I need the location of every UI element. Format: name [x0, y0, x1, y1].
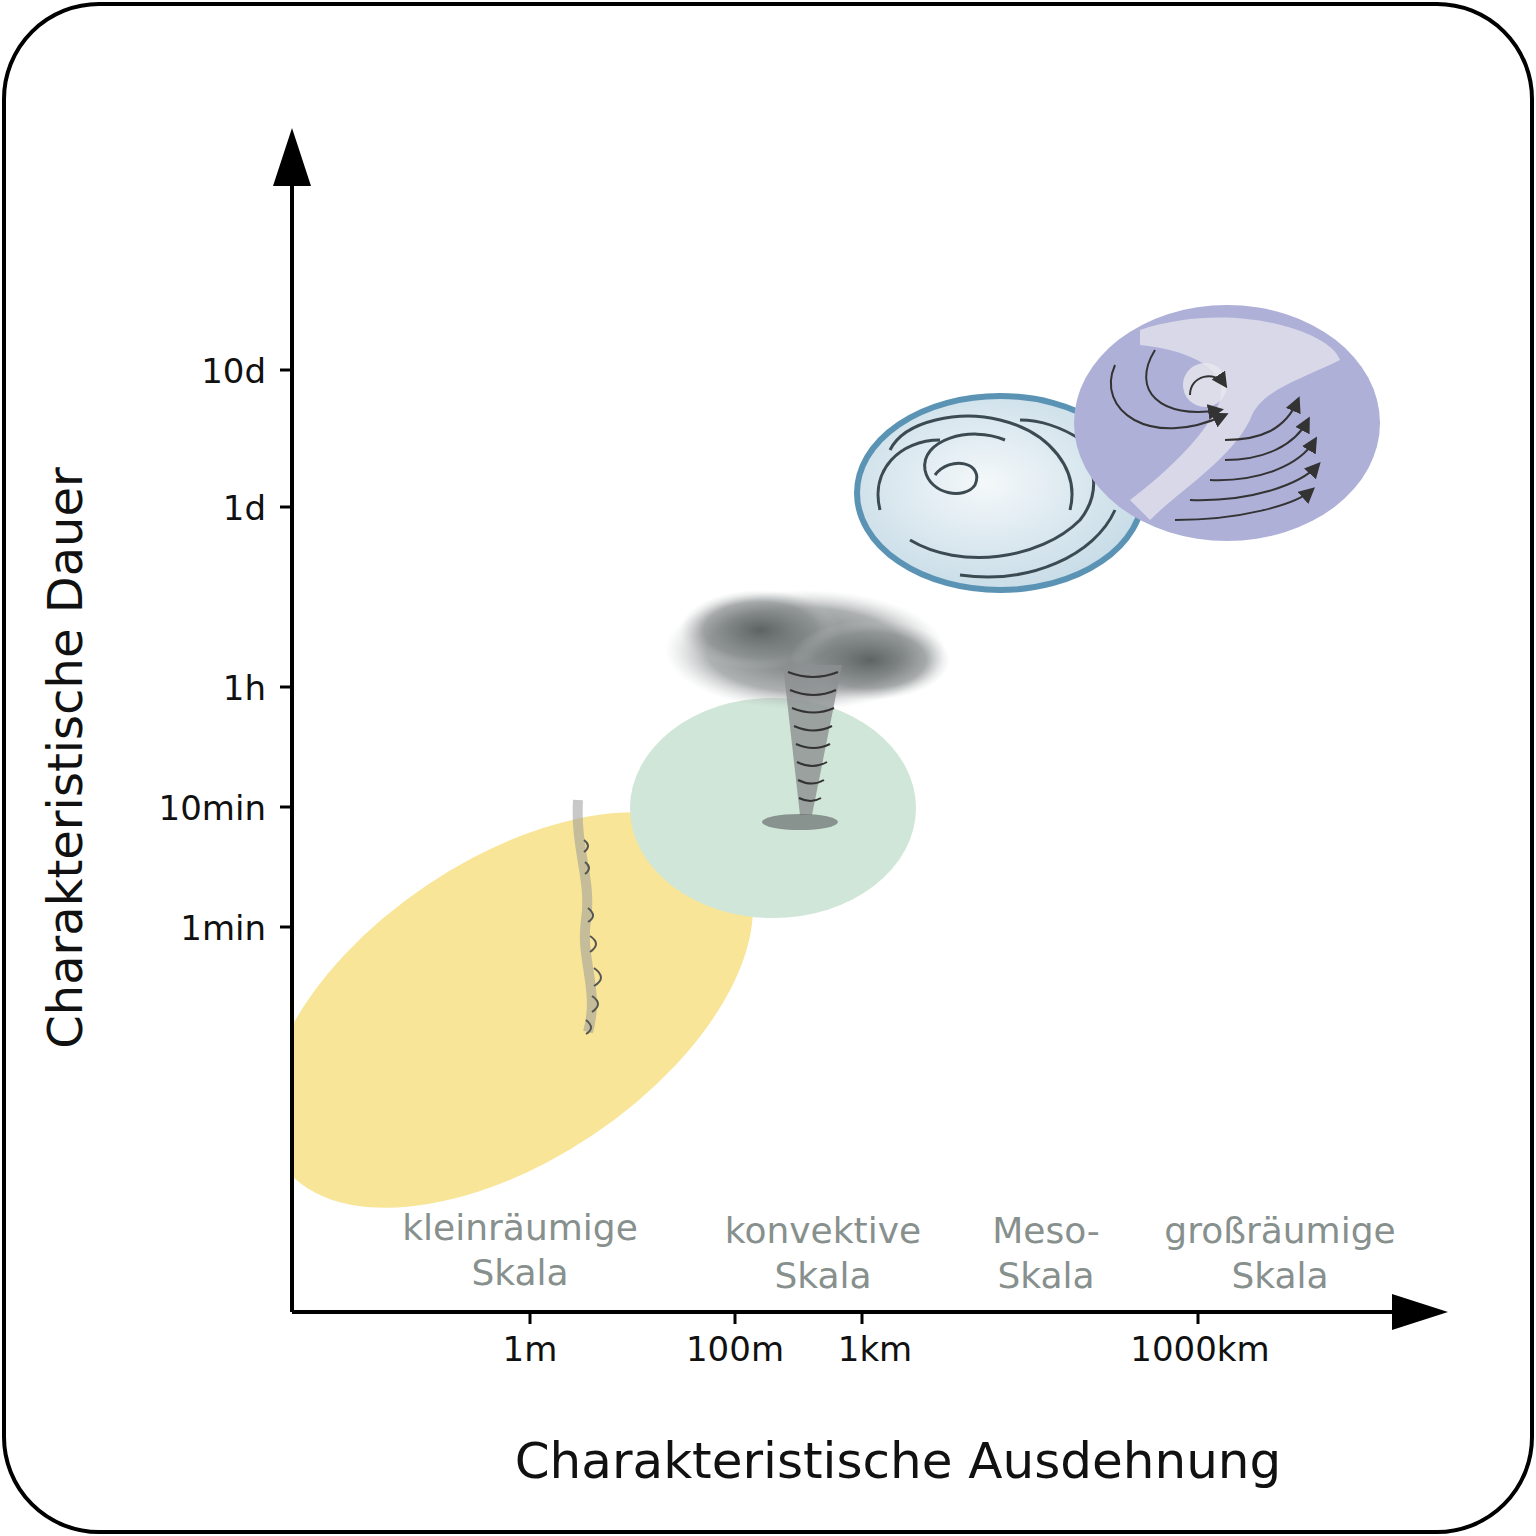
frame — [4, 4, 1532, 1532]
tick-label: 1000km — [1130, 1330, 1269, 1369]
tick-label: 10d — [201, 352, 266, 391]
tick-marks — [280, 370, 1198, 1324]
tick-label: 1d — [223, 489, 266, 528]
axes — [292, 180, 1400, 1312]
y-axis-arrowhead — [273, 128, 311, 186]
tornado — [665, 590, 950, 830]
tick-label: 1min — [180, 909, 266, 948]
axis-title: Charakteristische Ausdehnung — [515, 1433, 1282, 1491]
dust-devil — [578, 800, 601, 1034]
scale-label: kleinräumige Skala — [402, 1205, 638, 1295]
scale-label: konvektive Skala — [725, 1208, 921, 1298]
tick-label: 1h — [223, 669, 266, 708]
scale-label: großräumige Skala — [1164, 1208, 1395, 1298]
tick-label: 10min — [159, 789, 266, 828]
tick-label: 1m — [503, 1330, 558, 1369]
tick-label: 1km — [838, 1330, 912, 1369]
convective-region — [630, 698, 916, 918]
x-axis-arrowhead — [1392, 1294, 1448, 1330]
scale-label: Meso- Skala — [992, 1208, 1100, 1298]
axis-title: Charakteristische Dauer — [38, 467, 93, 1049]
tick-label: 100m — [686, 1330, 784, 1369]
synoptic-front — [1074, 305, 1380, 541]
